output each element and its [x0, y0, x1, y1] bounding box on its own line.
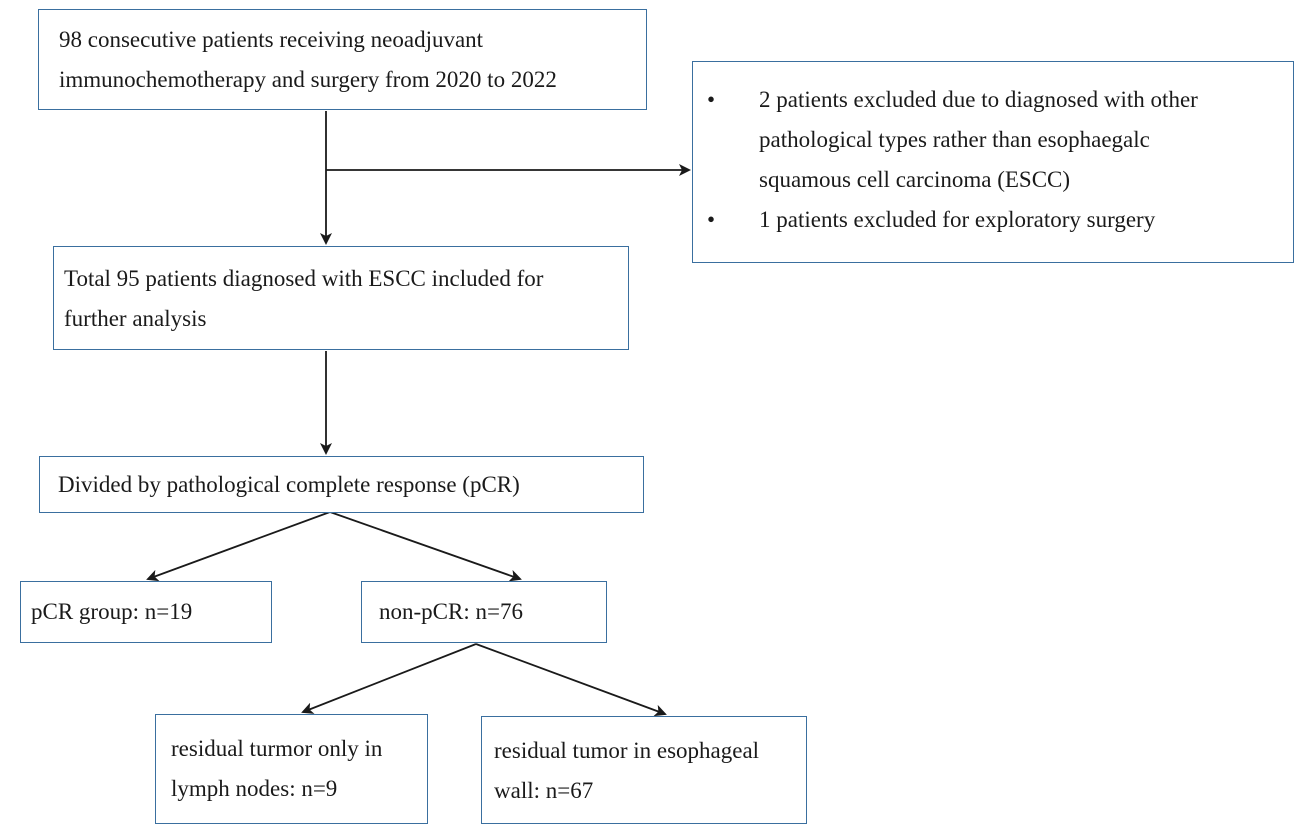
arrow-divided-to-nonpcr	[329, 511, 522, 582]
exclusion-item-other-pathology: • 2 patients excluded due to diagnosed w…	[693, 80, 1293, 200]
box-pcr-group: pCR group: n=19	[20, 581, 272, 643]
box-text-line: wall: n=67	[494, 778, 594, 803]
box-text-line: Divided by pathological complete respons…	[58, 472, 520, 497]
box-residual-lymph-nodes: residual turmor only in lymph nodes: n=9	[155, 714, 428, 824]
box-text-line: immunochemotherapy and surgery from 2020…	[59, 67, 557, 92]
box-text-line: 98 consecutive patients receiving neoadj…	[59, 27, 484, 52]
arrow-nonpcr-to-wall	[475, 643, 667, 717]
box-text-line: residual tumor in esophageal	[494, 738, 760, 763]
arrow-nonpcr-to-lymph	[301, 643, 477, 714]
box-residual-esophageal-wall: residual tumor in esophageal wall: n=67	[481, 716, 807, 824]
box-exclusions: • 2 patients excluded due to diagnosed w…	[692, 61, 1294, 263]
bullet-icon: •	[707, 207, 716, 232]
box-text-line: pathological types rather than esophaega…	[759, 127, 1150, 152]
box-consecutive-patients: 98 consecutive patients receiving neoadj…	[38, 9, 647, 110]
box-text-line: non-pCR: n=76	[379, 599, 523, 624]
box-text-line: pCR group: n=19	[31, 599, 193, 624]
box-text-line: 2 patients excluded due to diagnosed wit…	[759, 87, 1198, 112]
arrow-divided-to-pcr	[146, 511, 331, 582]
box-text-line: lymph nodes: n=9	[171, 776, 338, 801]
box-text-line: Total 95 patients diagnosed with ESCC in…	[64, 266, 544, 291]
box-text-line: 1 patients excluded for exploratory surg…	[759, 207, 1156, 232]
bullet-icon: •	[707, 87, 716, 112]
exclusion-item-exploratory-surgery: • 1 patients excluded for exploratory su…	[693, 200, 1293, 240]
box-divided-by-pcr: Divided by pathological complete respons…	[39, 456, 644, 513]
box-text-line: residual turmor only in	[171, 736, 383, 761]
box-total-included: Total 95 patients diagnosed with ESCC in…	[53, 246, 629, 350]
box-text-line: further analysis	[64, 306, 207, 331]
box-non-pcr-group: non-pCR: n=76	[361, 581, 607, 643]
box-text-line: squamous cell carcinoma (ESCC)	[759, 167, 1071, 192]
